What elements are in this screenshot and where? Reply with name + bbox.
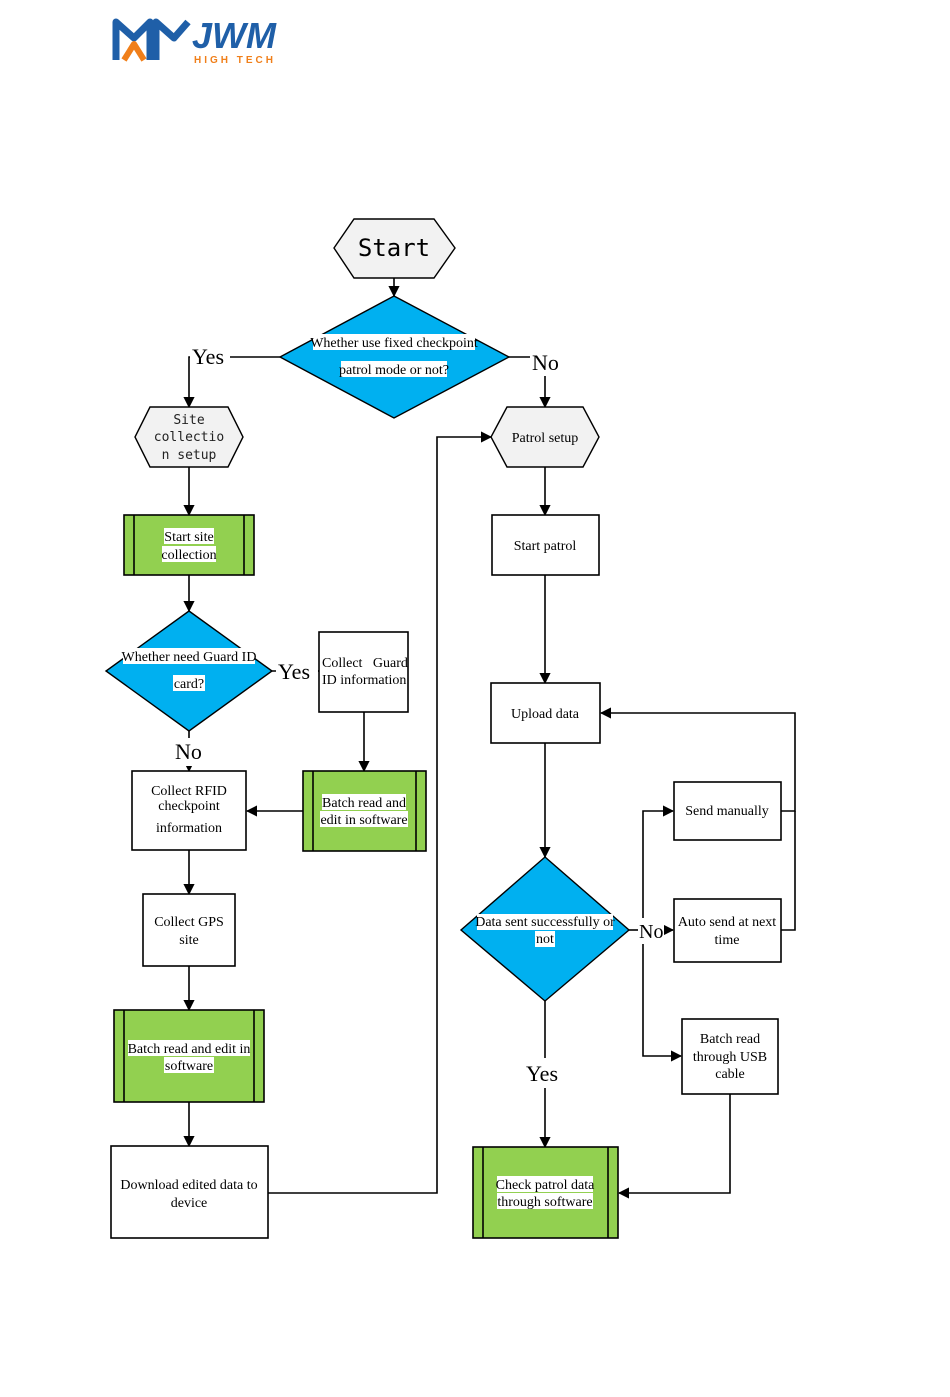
download-edited-data: Download edited data to device bbox=[110, 1145, 269, 1239]
jwm-logo: JWM HIGH TECH bbox=[112, 15, 277, 66]
batch2-line1: Batch read and edit in bbox=[128, 1042, 251, 1057]
rfid-line2: checkpoint bbox=[158, 799, 220, 814]
jwm-emblem-icon bbox=[112, 18, 191, 62]
upload-data-label: Upload data bbox=[511, 707, 580, 722]
decision-guard-line2: card? bbox=[174, 677, 204, 692]
logo-text: JWM bbox=[192, 15, 277, 56]
auto-send-line1: Auto send at next bbox=[678, 915, 776, 930]
label-no-sent: No bbox=[639, 921, 663, 943]
decision-fixed-checkpoint: Whether use fixed checkpoint patrol mode… bbox=[278, 295, 511, 419]
batch1-line1: Batch read and bbox=[322, 796, 406, 811]
site-setup-line1: Site bbox=[173, 413, 204, 428]
decision-mode-line1: Whether use fixed checkpoint bbox=[310, 336, 478, 351]
batch-read-usb: Batch read through USB cable bbox=[681, 1018, 779, 1095]
patrol-setup: Patrol setup bbox=[490, 406, 600, 468]
edge-no-manual bbox=[642, 805, 675, 930]
label-yes-sent: Yes bbox=[526, 1061, 558, 1086]
decision-guard-line1: Whether need Guard ID bbox=[122, 650, 257, 665]
check-line1: Check patrol data bbox=[496, 1178, 596, 1193]
start-patrol-label: Start patrol bbox=[514, 539, 577, 554]
rfid-line3: information bbox=[156, 821, 222, 836]
collect-gps: Collect GPS site bbox=[142, 893, 236, 967]
decision-sent-line2: not bbox=[536, 932, 554, 947]
batch-read-edit-1: Batch read and edit in software bbox=[302, 770, 427, 852]
collect-rfid: Collect RFID checkpoint information bbox=[131, 770, 247, 851]
edge-manual-upload bbox=[599, 707, 796, 812]
auto-send: Auto send at next time bbox=[673, 898, 782, 963]
download-line1: Download edited data to bbox=[120, 1178, 257, 1193]
start-label: Start bbox=[358, 234, 430, 262]
start-site-line2: collection bbox=[161, 548, 216, 563]
start-site-line1: Start site bbox=[164, 530, 213, 545]
upload-data: Upload data bbox=[490, 682, 601, 744]
edge-mode-yes bbox=[183, 356, 280, 409]
decision-mode-line2: patrol mode or not? bbox=[339, 363, 449, 378]
start-node: Start bbox=[333, 218, 456, 279]
gps-line2: site bbox=[179, 933, 198, 948]
edge-no-usb bbox=[642, 930, 683, 1062]
rfid-line1: Collect RFID bbox=[151, 784, 227, 799]
start-patrol: Start patrol bbox=[491, 514, 600, 576]
branch-labels: Yes No Yes No No Yes bbox=[173, 344, 664, 1088]
logo-subtext: HIGH TECH bbox=[194, 55, 276, 66]
site-setup-line3: n setup bbox=[162, 448, 217, 463]
decision-sent-line1: Data sent successfully or bbox=[475, 915, 615, 930]
site-collection-setup: Site collectio n setup bbox=[134, 406, 244, 468]
send-manually-label: Send manually bbox=[685, 804, 769, 819]
label-no-guard: No bbox=[175, 739, 202, 764]
patrol-setup-label: Patrol setup bbox=[512, 431, 579, 446]
start-site-collection: Start site collection bbox=[123, 514, 255, 576]
batch-read-edit-2: Batch read and edit in software bbox=[113, 1009, 265, 1103]
decision-data-sent: Data sent successfully or not bbox=[459, 856, 631, 1002]
edge-download-patrolsetup bbox=[268, 431, 493, 1194]
check-line2: through software bbox=[497, 1195, 592, 1210]
label-yes-guard: Yes bbox=[278, 659, 310, 684]
label-yes-mode: Yes bbox=[192, 344, 224, 369]
collect-guard-line2: ID information bbox=[322, 673, 406, 688]
gps-line1: Collect GPS bbox=[154, 915, 224, 930]
site-setup-line2: collectio bbox=[154, 430, 224, 445]
decision-guard-id: Whether need Guard ID card? bbox=[104, 610, 274, 732]
usb-line3: cable bbox=[715, 1067, 745, 1082]
collect-guard-id: Collect Guard ID information bbox=[318, 631, 409, 713]
edge-usb-check bbox=[617, 1094, 731, 1199]
usb-line1: Batch read bbox=[700, 1032, 760, 1047]
edge-auto-upload bbox=[781, 811, 796, 931]
usb-line2: through USB bbox=[693, 1050, 767, 1065]
auto-send-line2: time bbox=[715, 933, 740, 948]
download-line2: device bbox=[171, 1196, 208, 1211]
check-patrol-data: Check patrol data through software bbox=[472, 1146, 619, 1239]
batch2-line2: software bbox=[165, 1059, 213, 1074]
collect-guard-line1: Collect Guard bbox=[322, 656, 408, 671]
batch1-line2: edit in software bbox=[320, 813, 407, 828]
label-no-mode: No bbox=[532, 350, 559, 375]
send-manually: Send manually bbox=[673, 781, 782, 841]
